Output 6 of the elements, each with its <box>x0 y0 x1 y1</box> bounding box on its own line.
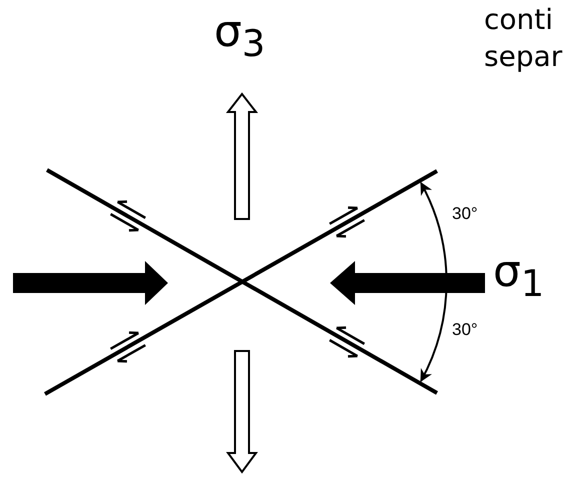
angle-label: 30° <box>452 205 478 222</box>
stress-label: σ$_{1}$ <box>493 250 544 302</box>
heading-text: conti <box>484 6 554 34</box>
angle-label: 30° <box>452 321 478 338</box>
heading-text: separ <box>484 43 562 71</box>
stress-label: σ$_{3}$ <box>214 10 266 62</box>
